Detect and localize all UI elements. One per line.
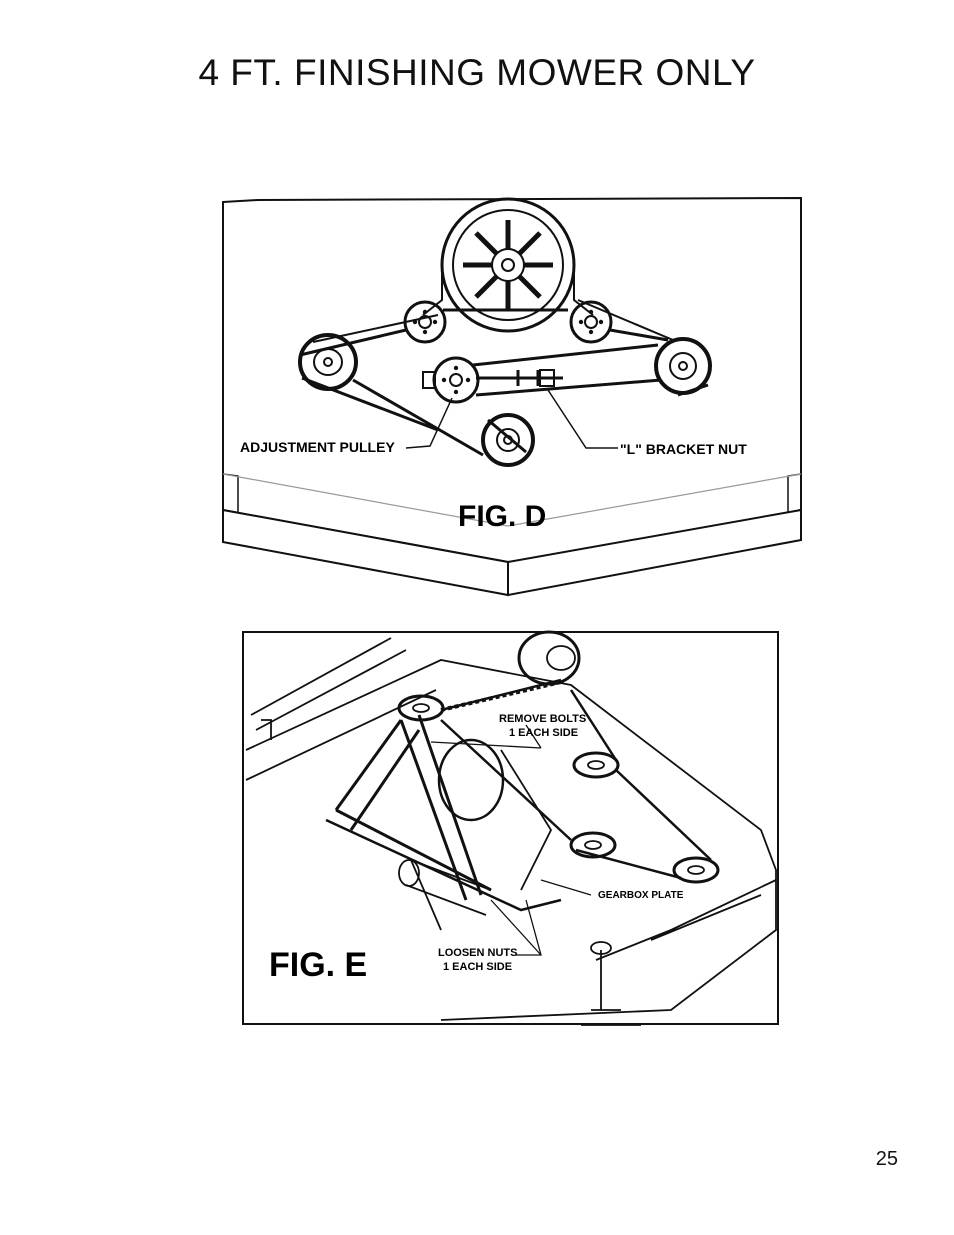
page-number: 25: [875, 1148, 898, 1170]
figure-d: ADJUSTMENT PULLEY "L" BRACKET NUT FIG. D: [218, 190, 808, 600]
adjustment-pulley-label: ADJUSTMENT PULLEY: [240, 439, 395, 455]
page-title: 4 FT. FINISHING MOWER ONLY: [198, 52, 756, 93]
figure-d-caption: FIG. D: [458, 500, 546, 533]
figure-e-drawing: REMOVE BOLTS 1 EACH SIDE GEARBOX PLATE L…: [242, 630, 779, 1026]
figure-e: REMOVE BOLTS 1 EACH SIDE GEARBOX PLATE L…: [241, 630, 780, 1028]
l-bracket-nut-label: "L" BRACKET NUT: [620, 441, 747, 457]
figure-e-caption: FIG. E: [269, 946, 367, 984]
figure-d-drawing: ADJUSTMENT PULLEY "L" BRACKET NUT FIG. D: [222, 196, 802, 597]
remove-bolts-label: REMOVE BOLTS: [499, 713, 586, 725]
gearbox-plate-label: GEARBOX PLATE: [598, 890, 684, 901]
loosen-nuts-sub-label: 1 EACH SIDE: [443, 961, 512, 973]
loosen-nuts-label: LOOSEN NUTS: [438, 947, 517, 959]
remove-bolts-sub-label: 1 EACH SIDE: [509, 727, 578, 739]
